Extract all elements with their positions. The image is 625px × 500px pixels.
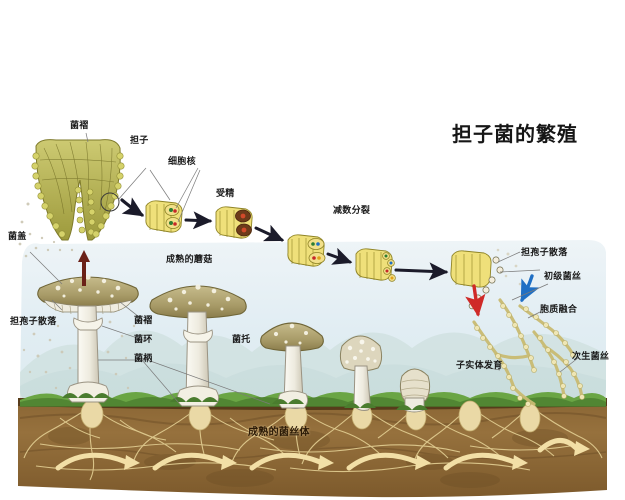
leader-lines — [29, 132, 579, 405]
basidia-row — [31, 152, 125, 238]
label-basidium: 担子 — [130, 136, 149, 146]
sequence-arrows — [120, 197, 540, 317]
label-stipe: 菌柄 — [134, 354, 153, 364]
label-mature-mushroom: 成熟的蘑菇 — [166, 255, 213, 265]
basidium-stage-two-nuclei — [145, 200, 183, 233]
mushroom-button — [396, 368, 431, 413]
label-primary-hyphae: 初级菌丝 — [544, 272, 582, 282]
label-mature-mycelium: 成熟的菌丝体 — [248, 427, 310, 438]
label-spore-release-right: 担孢子散落 — [521, 248, 568, 258]
falling-spores-left — [22, 316, 136, 390]
soil-block — [18, 398, 607, 498]
label-plasmogamy: 胞质融合 — [540, 305, 578, 315]
label-gills-top: 菌褶 — [70, 121, 89, 131]
label-fertilization: 受精 — [216, 189, 235, 199]
mushroom-mature — [149, 284, 247, 407]
label-ring: 菌环 — [134, 335, 153, 345]
basidium-stage-fertilization — [215, 206, 253, 239]
hyphae-network — [472, 248, 585, 407]
label-spore-release-left: 担孢子散落 — [10, 317, 57, 327]
grass-band — [20, 391, 606, 407]
basidium-stage-meiosis — [287, 234, 326, 267]
soil-growth-arrows — [55, 438, 579, 471]
mushroom-button-tall — [339, 335, 383, 411]
label-gills-side: 菌褶 — [134, 316, 153, 326]
mushroom-mature-open — [22, 250, 139, 403]
label-nucleus: 细胞核 — [168, 157, 196, 167]
label-cap: 菌盖 — [8, 232, 27, 242]
label-volva: 菌托 — [232, 335, 251, 345]
label-meiosis: 减数分裂 — [333, 206, 371, 216]
hypha-septa — [474, 303, 585, 407]
basidium-stage-four-nuclei — [355, 248, 396, 282]
gill-cross-section — [12, 139, 125, 258]
page-title: 担子菌的繁殖 — [452, 122, 578, 146]
released-spores-gill — [12, 202, 74, 258]
mushroom-young — [260, 322, 324, 409]
label-fruiting-body-development: 子实体发育 — [456, 361, 503, 371]
label-secondary-hyphae: 次生菌丝 — [572, 352, 610, 362]
soil-arrow-heads — [124, 441, 590, 470]
airborne-spores-right — [496, 248, 522, 286]
basidium-stage-spore-release — [450, 250, 504, 310]
